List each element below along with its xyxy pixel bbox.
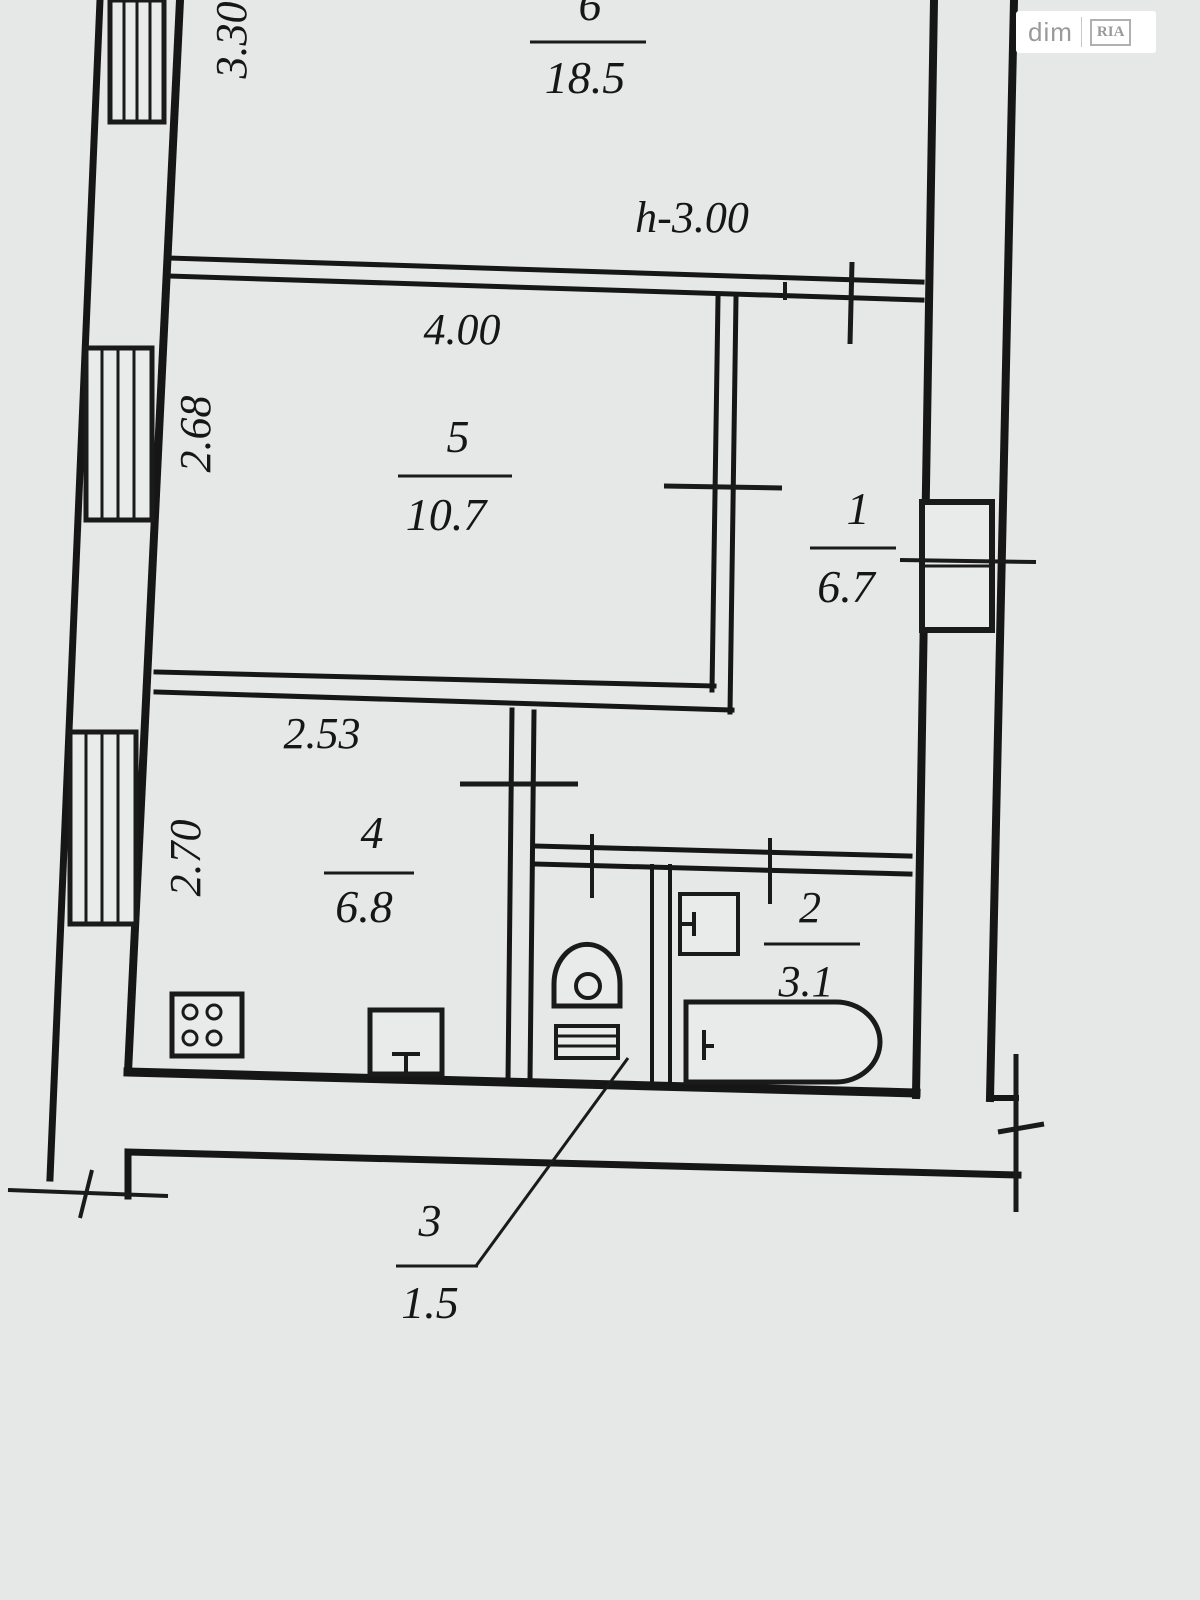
wall-5-4-bottom <box>153 689 735 713</box>
room-area: 10.7 <box>406 489 489 540</box>
right-outer-wall-line <box>985 0 1019 1103</box>
watermark-logo: dim RIA <box>1016 11 1156 53</box>
wall-1-bath-bottom <box>531 861 913 877</box>
bathtub-icon <box>683 999 883 1085</box>
dimension-room4-width: 2.70 <box>161 820 210 897</box>
walls <box>46 0 1022 1200</box>
room-number: 3 <box>418 1195 442 1246</box>
room-label-4: 4 6.8 <box>324 807 414 932</box>
room-area: 6.8 <box>335 881 393 932</box>
room-area: 6.7 <box>817 561 877 612</box>
dimension-room5-length: 4.00 <box>424 305 501 354</box>
toilet-icon <box>551 941 623 1060</box>
watermark-ria-text: RIA <box>1089 18 1132 46</box>
left-outer-wall-line <box>46 0 104 1182</box>
window-room6 <box>107 0 167 125</box>
wall-1-bath-top <box>531 843 913 859</box>
entrance-door-frame <box>919 499 995 633</box>
wall-6-5-bottom <box>165 273 925 303</box>
room-number: 2 <box>799 883 821 932</box>
window-room4 <box>67 729 139 927</box>
room-label-2: 2 3.1 <box>764 883 860 1006</box>
wall-5-1-left <box>709 295 721 693</box>
leader-line-room3 <box>396 1057 630 1268</box>
room-label-1: 1 6.7 <box>810 483 896 612</box>
room-number: 6 <box>579 0 602 30</box>
wall-4-wc-right <box>527 709 537 1083</box>
room-label-3: 3 1.5 <box>401 1195 459 1328</box>
fixtures <box>169 892 883 1085</box>
dimension-room5-width: 2.68 <box>171 396 220 473</box>
room-area: 18.5 <box>545 52 626 103</box>
wall-5-1-right <box>727 295 739 715</box>
stove-icon <box>169 991 245 1059</box>
room-label-6: 6 18.5 <box>530 0 646 103</box>
washbasin-icon <box>678 892 740 956</box>
ceiling-height: h-3.00 <box>635 193 749 242</box>
lower-outer-wall <box>124 1148 1022 1200</box>
dimension-room6-width: 3.30 <box>207 2 256 80</box>
wall-5-4-top <box>153 669 717 689</box>
windows <box>67 0 995 927</box>
bottom-inner-wall <box>123 1067 921 1098</box>
room-number: 4 <box>361 807 384 858</box>
room-area: 3.1 <box>778 957 834 1006</box>
room-number: 1 <box>847 483 870 534</box>
dimension-labels: 3.30 h-3.00 4.00 2.68 2.53 2.70 <box>161 2 749 897</box>
room-label-5: 5 10.7 <box>398 411 512 540</box>
kitchen-sink-icon <box>367 1007 445 1077</box>
dimension-room4-length: 2.53 <box>284 709 361 758</box>
wall-4-wc-left <box>505 707 515 1083</box>
room-area: 1.5 <box>401 1277 459 1328</box>
door-marks <box>7 261 1045 1219</box>
watermark-dim-text: dim <box>1028 16 1073 47</box>
watermark-separator <box>1080 17 1082 47</box>
wall-6-5-top <box>165 255 925 285</box>
room-number: 5 <box>447 411 470 462</box>
window-room5 <box>83 345 155 523</box>
